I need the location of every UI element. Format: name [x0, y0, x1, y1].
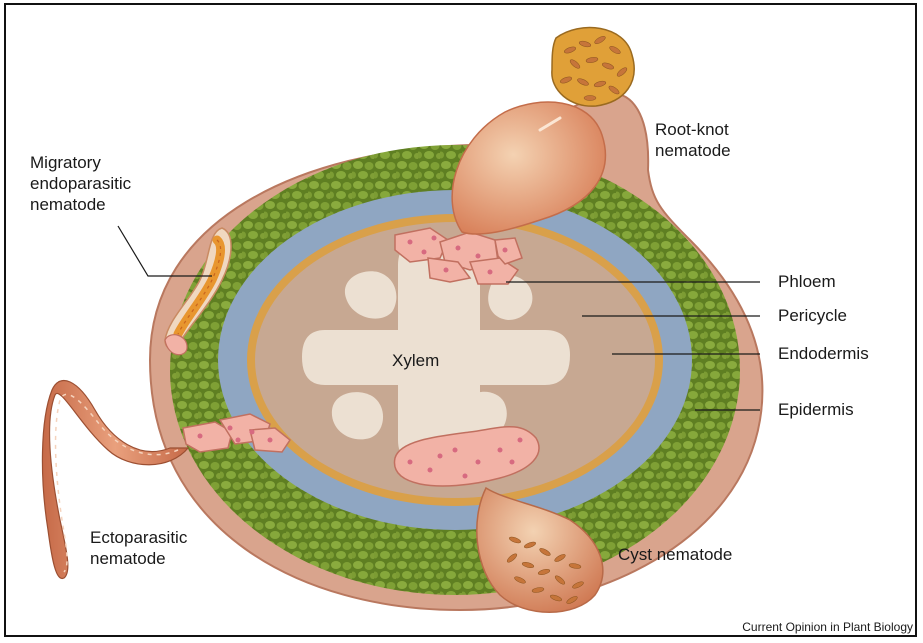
phloem-label: Phloem	[778, 271, 836, 292]
epidermis-label: Epidermis	[778, 399, 854, 420]
endodermis-label: Endodermis	[778, 343, 869, 364]
xylem-label: Xylem	[392, 350, 439, 371]
root-knot-egg-mass	[552, 28, 634, 107]
migratory-nematode-label: Migratory endoparasitic nematode	[30, 152, 131, 215]
ectoparasitic-nematode-label: Ectoparasitic nematode	[90, 527, 187, 569]
journal-credit: Current Opinion in Plant Biology	[742, 620, 913, 634]
pericycle-label: Pericycle	[778, 305, 847, 326]
cyst-nematode-label: Cyst nematode	[618, 544, 732, 565]
root-knot-nematode-label: Root-knot nematode	[655, 119, 731, 161]
